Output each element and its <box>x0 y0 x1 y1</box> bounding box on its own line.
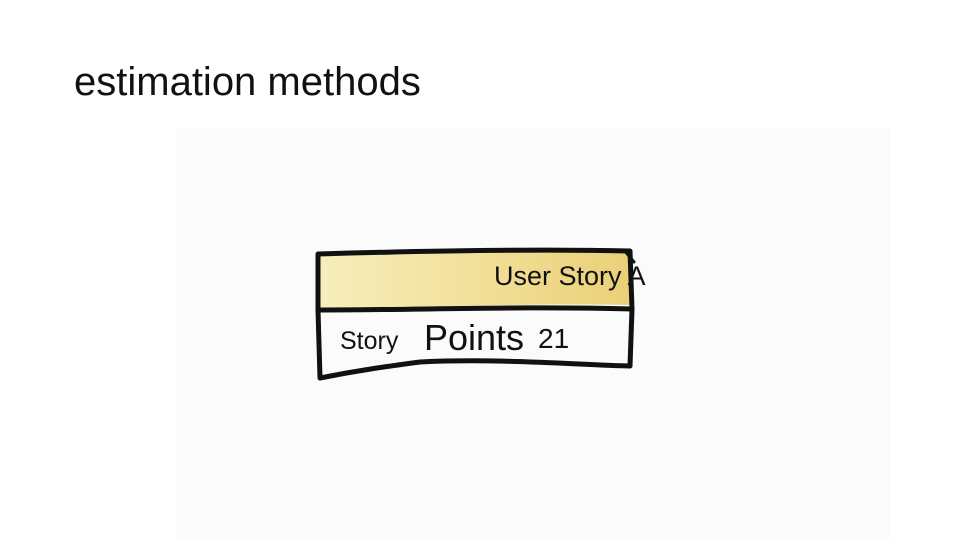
story-points-label-points: Points <box>424 317 525 358</box>
card-body-outline <box>315 306 635 381</box>
slide-title: estimation methods <box>74 60 421 104</box>
card-header-fill <box>320 250 630 309</box>
story-points-value: 21 <box>538 323 570 354</box>
card-corner-stroke <box>622 248 636 264</box>
user-story-title: User Story A <box>494 261 646 291</box>
sketch-panel <box>176 128 890 540</box>
story-points-label-story: Story <box>340 327 399 355</box>
